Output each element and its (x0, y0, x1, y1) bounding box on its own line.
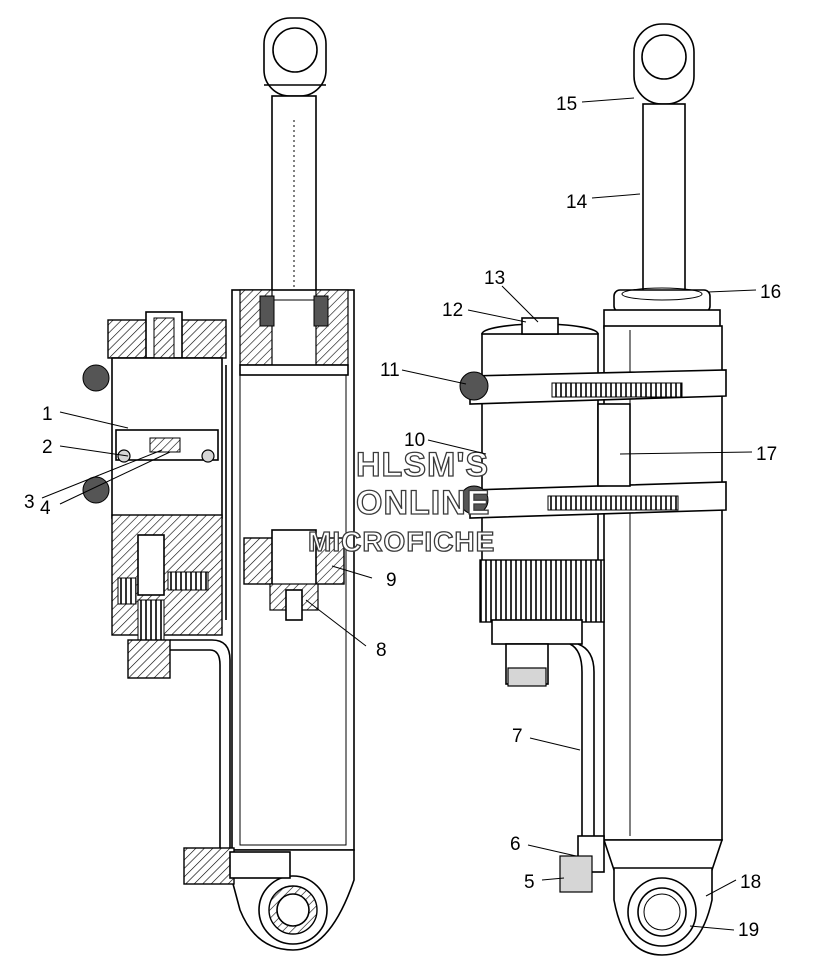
leader-8 (305, 599, 367, 647)
watermark-line2: ONLINE (356, 484, 490, 522)
leader-7 (529, 737, 581, 751)
callout-15: 15 (556, 94, 577, 115)
leader-11 (401, 369, 467, 385)
callout-18: 18 (740, 872, 761, 893)
right-reservoir (479, 317, 605, 687)
callout-3: 3 (24, 492, 35, 513)
callout-1: 1 (42, 404, 53, 425)
callout-14: 14 (566, 192, 588, 213)
reservoir-clamps (459, 369, 727, 519)
exterior-shock-view (459, 23, 727, 956)
right-top-eye (633, 23, 695, 105)
callout-17: 17 (756, 444, 777, 465)
watermark: HLSM'S ONLINE MICROFICHE (307, 445, 495, 557)
leader-9 (331, 565, 373, 579)
leader-14 (591, 193, 641, 199)
callout-19: 19 (738, 920, 759, 941)
right-shaft (642, 103, 686, 295)
left-reservoir (82, 311, 291, 885)
sectioned-shock-view (82, 17, 355, 951)
clamp-bolt-upper (459, 371, 489, 401)
callout-10: 10 (404, 430, 425, 451)
right-bottom-eye (613, 867, 713, 956)
right-adjuster-ring (479, 559, 605, 623)
callout-16: 16 (760, 282, 781, 303)
leader-10 (427, 439, 487, 455)
leader-4 (59, 451, 171, 505)
callout-6: 6 (510, 834, 521, 855)
left-piston (243, 529, 345, 621)
watermark-line3: MICROFICHE (308, 526, 495, 557)
callout-5: 5 (524, 872, 535, 893)
left-upper-knob (82, 364, 110, 392)
callout-2: 2 (42, 437, 53, 458)
callout-8: 8 (376, 640, 387, 661)
clamp-bolt-lower (459, 485, 489, 515)
leader-19 (689, 925, 735, 931)
leader-5 (541, 877, 565, 881)
leader-2 (59, 445, 129, 457)
right-hose (559, 643, 605, 893)
leader-15 (581, 97, 635, 103)
leader-6 (527, 844, 577, 857)
leader-18 (705, 879, 737, 897)
left-top-eye (263, 17, 327, 97)
callout-7: 7 (512, 726, 523, 747)
callout-13: 13 (484, 268, 505, 289)
leader-17 (619, 451, 753, 455)
callout-4: 4 (40, 498, 51, 519)
leader-3 (41, 449, 163, 499)
right-reservoir-cap (521, 317, 559, 335)
leader-lines (41, 97, 757, 931)
leader-13 (501, 285, 539, 323)
callout-9: 9 (386, 570, 397, 591)
callout-12: 12 (442, 300, 463, 321)
callout-11: 11 (380, 360, 400, 381)
watermark-line1: HLSM'S (356, 446, 489, 484)
leader-16 (707, 289, 757, 293)
left-lower-knob (82, 476, 110, 504)
leader-1 (59, 411, 129, 429)
right-seal-cap (603, 287, 721, 329)
leader-12 (467, 309, 527, 323)
callout-numbers: 1 2 3 4 5 6 7 8 9 10 11 12 13 14 15 16 1… (24, 94, 781, 941)
